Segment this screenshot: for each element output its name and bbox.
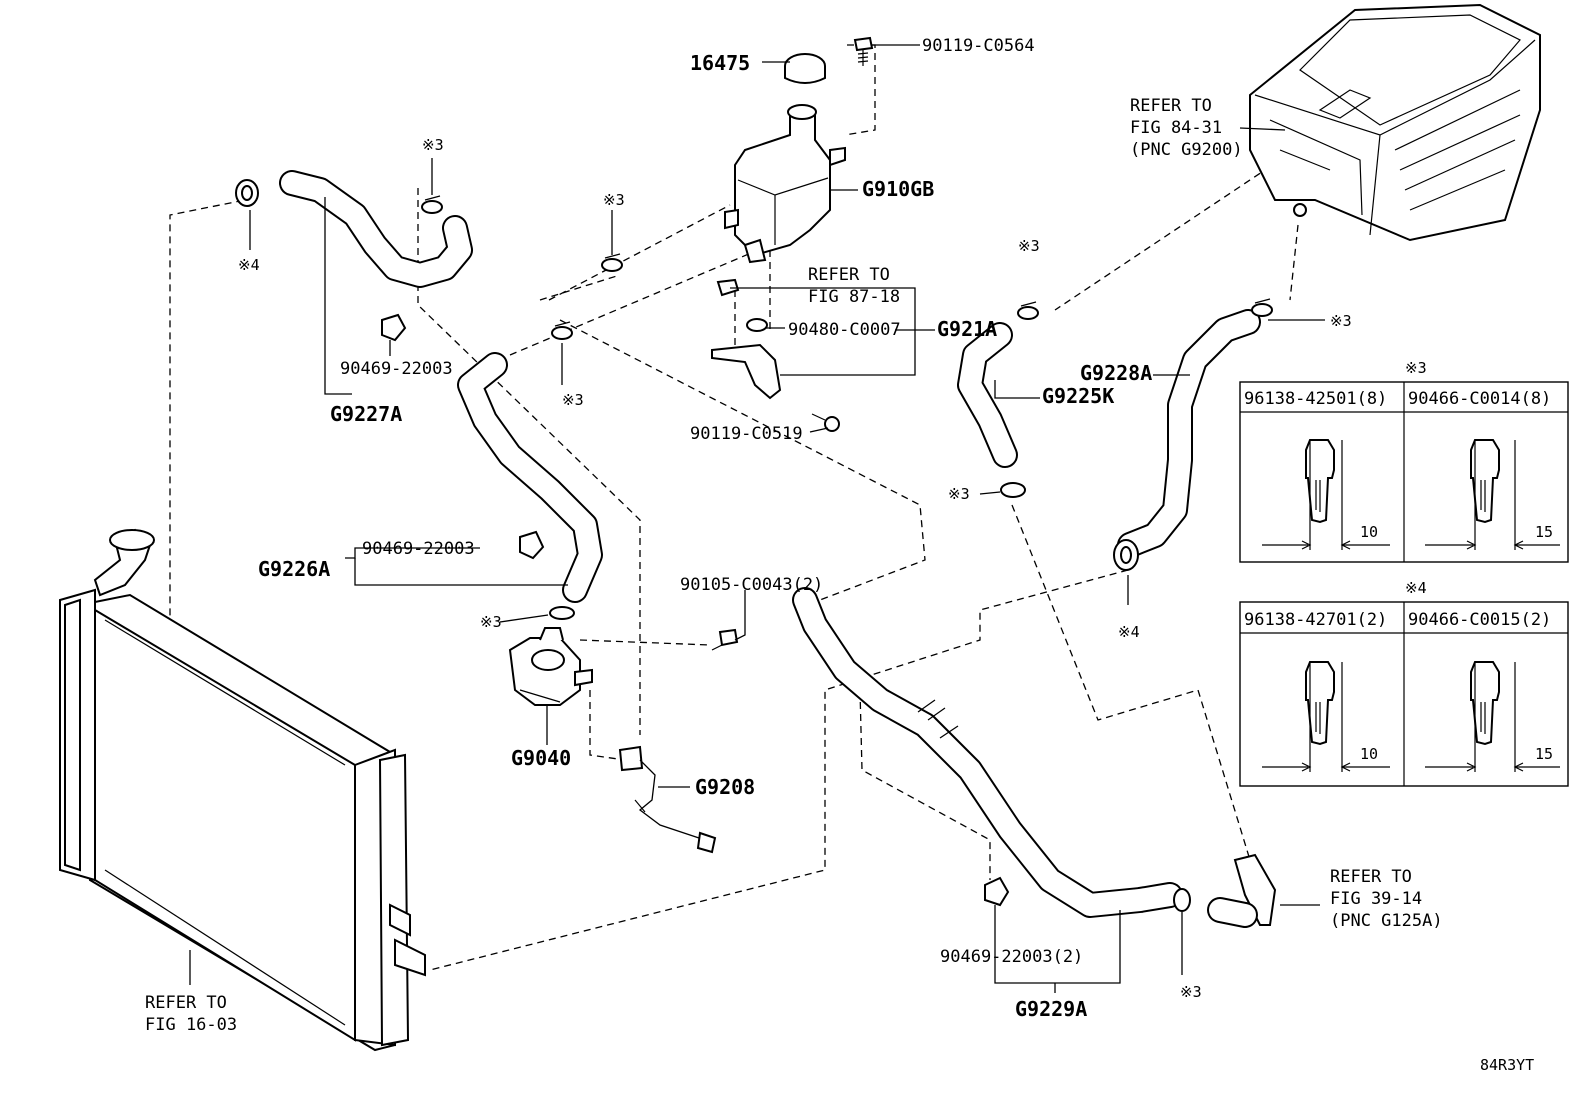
clamp-bot-right: [1173, 888, 1191, 912]
label-90469-mid: 90469-22003: [362, 539, 475, 559]
label-90469-top: 90469-22003: [340, 359, 453, 379]
label-g921a: G921A: [937, 317, 997, 341]
table4-col1: 96138-42701(2): [1244, 610, 1387, 630]
hose-g9228a: [1117, 309, 1261, 558]
label-90119-c0519: 90119-C0519: [690, 424, 803, 444]
label-90119-c0564: 90119-C0564: [922, 36, 1035, 56]
inverter-assembly: [1249, 3, 1541, 242]
note3-g9225k-top: ※3: [1018, 237, 1040, 255]
bracket-g921a: [711, 278, 782, 400]
note3-g9228a-top: ※3: [1330, 312, 1352, 330]
clamps: [235, 179, 1273, 912]
leader-lines: [189, 44, 1325, 993]
water-pump-g9040: [508, 627, 593, 706]
label-g910gb: G910GB: [862, 177, 934, 201]
clamp-pump: [549, 606, 575, 620]
label-g9208: G9208: [695, 775, 755, 799]
clip-90469-bot: [984, 876, 1010, 907]
clamp-table-note3: ※3 96138-42501(8) 90466-C0014(8) 10 15: [1239, 359, 1569, 563]
clamp-g9225k-top: [1017, 301, 1039, 320]
label-g9225k: G9225K: [1042, 384, 1114, 408]
note3-g9225k-bot: ※3: [948, 485, 970, 503]
label-refer-16-03-line2: FIG 16-03: [145, 1015, 237, 1035]
table3-col2: 90466-C0014(8): [1408, 389, 1551, 409]
label-90469-bot: 90469-22003(2): [940, 947, 1083, 967]
label-g9226a: G9226A: [258, 557, 330, 581]
label-g9040: G9040: [511, 746, 571, 770]
clamp-g9225k-bot: [1000, 482, 1026, 498]
note3-top1: ※3: [422, 136, 444, 154]
label-refer-87-18-line2: FIG 87-18: [808, 287, 900, 307]
table4-dim2: 15: [1535, 745, 1553, 763]
table3-dim2: 15: [1535, 523, 1553, 541]
label-90105-c0043: 90105-C0043(2): [680, 575, 823, 595]
radiator-assembly: [59, 528, 426, 1052]
clamp-mid1: [551, 321, 573, 340]
clamp-note4-top: [235, 179, 259, 207]
clamp-note4-mid: [1113, 539, 1139, 571]
table4-title: ※4: [1405, 579, 1427, 597]
label-refer-39-14-line2: FIG 39-14: [1330, 889, 1422, 909]
diagram-code: 84R3YT: [1480, 1056, 1534, 1074]
bolt-90119-c0564: [853, 36, 874, 66]
hose-g9226a: [457, 352, 603, 603]
label-refer-39-14-line1: REFER TO: [1330, 867, 1412, 887]
table3-dim1: 10: [1360, 523, 1378, 541]
label-refer-84-31-line1: REFER TO: [1130, 96, 1212, 116]
part-labels: 16475 90119-C0564 REFER TO FIG 84-31 (PN…: [145, 36, 1534, 1074]
clamp-top2: [601, 253, 623, 272]
note4-mid: ※4: [1118, 623, 1140, 641]
label-refer-39-14-line3: (PNC G125A): [1330, 911, 1443, 931]
label-g9229a: G9229A: [1015, 997, 1087, 1021]
label-refer-84-31-line3: (PNC G9200): [1130, 140, 1243, 160]
label-90480-c0007: 90480-C0007: [788, 320, 901, 340]
clamp-table-note4: ※4 96138-42701(2) 90466-C0015(2) 10 15: [1239, 579, 1569, 787]
note4-top: ※4: [238, 256, 260, 274]
bolt-90105-c0043: [711, 628, 739, 651]
bolt-90119-c0519: [811, 413, 840, 432]
table4-dim1: 10: [1360, 745, 1378, 763]
label-refer-87-18-line1: REFER TO: [808, 265, 890, 285]
clamp-g9228a-top: [1251, 298, 1273, 317]
note3-top2: ※3: [603, 191, 625, 209]
label-g9228a: G9228A: [1080, 361, 1152, 385]
clamp-top1: [421, 195, 443, 214]
note3-pump: ※3: [480, 613, 502, 631]
label-16475: 16475: [690, 51, 750, 75]
reservoir-tank: [724, 53, 846, 264]
label-g9227a: G9227A: [330, 402, 402, 426]
table3-col1: 96138-42501(8): [1244, 389, 1387, 409]
label-refer-16-03-line1: REFER TO: [145, 993, 227, 1013]
note3-mid1: ※3: [562, 391, 584, 409]
hose-g9225k: [957, 322, 1018, 468]
table3-title: ※3: [1405, 359, 1427, 377]
note3-bot: ※3: [1180, 983, 1202, 1001]
label-refer-84-31-line2: FIG 84-31: [1130, 118, 1222, 138]
pipe-g125a: [1207, 853, 1277, 928]
table4-col2: 90466-C0015(2): [1408, 610, 1551, 630]
hose-g9227a: [279, 170, 473, 288]
clip-90469-top: [381, 313, 407, 342]
hose-g9229a: [792, 587, 1183, 918]
clip-90469-mid: [519, 530, 545, 560]
wire-harness-g9208: [618, 745, 717, 854]
